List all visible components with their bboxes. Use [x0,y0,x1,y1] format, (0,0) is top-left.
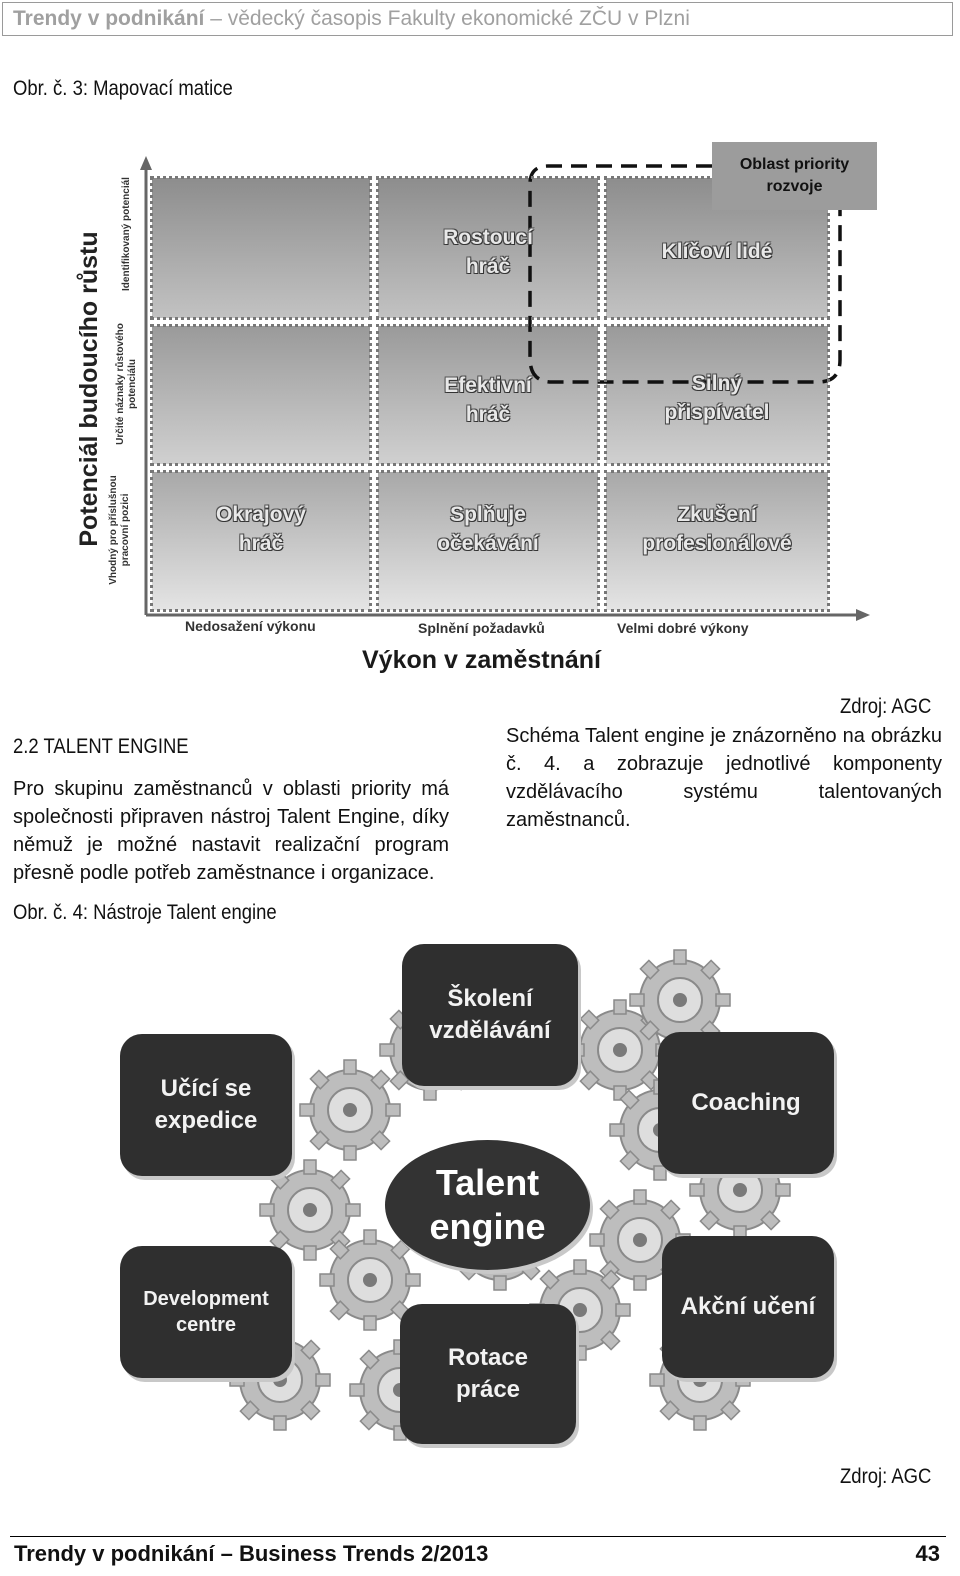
cell-r2c1 [150,324,372,466]
footer-title: Trendy v podnikání – Business Trends 2/2… [14,1537,488,1571]
cell-zkuseni-profesionalove: Zkušení profesionálové [604,470,830,612]
figure4-source: Zdroj: AGC [840,1465,931,1489]
page-footer: Trendy v podnikání – Business Trends 2/2… [10,1536,946,1537]
header-subtitle: – vědecký časopis Fakulty ekonomické ZČU… [204,7,690,30]
box-coaching-label: Coaching [691,1087,800,1119]
cell-splnuje-ocekavani: Splňuje očekávání [376,470,600,612]
talent-engine-label: Talent engine [418,1161,558,1249]
x-level-low: Nedosažení výkonu [185,618,316,634]
cell-splnuje-ocekavani-label: Splňuje očekávání [428,500,548,558]
cell-zkuseni-profesionalove-label: Zkušení profesionálové [632,500,802,558]
x-level-mid: Splnění požadavků [418,620,545,636]
cell-rostouci-hrac-label: Rostoucí hráč [433,223,543,281]
figure3-caption: Obr. č. 3: Mapovací matice [13,77,233,101]
cell-silny-prispivatel: Silný přispívatel [604,324,830,466]
box-skoleni: Školení vzdělávání [402,944,578,1086]
figure3-source: Zdroj: AGC [840,695,931,719]
running-header: Trendy v podnikání – vědecký časopis Fak… [2,2,953,36]
cell-efektivni-hrac-label: Efektivní hráč [433,371,543,429]
box-rotace-prace: Rotace práce [400,1304,576,1444]
talent-engine-center: Talent engine [385,1140,590,1270]
box-skoleni-label: Školení vzdělávání [420,983,560,1047]
cell-r1c1 [150,176,372,320]
cell-silny-prispivatel-label: Silný přispívatel [652,369,782,427]
page-number: 43 [916,1537,940,1571]
y-level-mid: Určité náznaky růstového potenciálu [115,311,139,457]
x-level-high: Velmi dobré výkony [617,620,749,636]
y-axis-title: Potenciál budoucího růstu [75,219,105,559]
cell-efektivni-hrac: Efektivní hráč [376,324,600,466]
cell-okrajovy-hrac-label: Okrajový hráč [206,500,316,558]
section-heading: 2.2 TALENT ENGINE [13,735,189,759]
priority-area-label: Oblast priority rozvoje [712,142,877,210]
left-paragraph: Pro skupinu zaměstnanců v oblasti priori… [13,775,449,887]
cell-okrajovy-hrac: Okrajový hráč [150,470,372,612]
mapping-matrix: Rostoucí hráč Klíčoví lidé Efektivní hrá… [0,140,960,680]
cell-rostouci-hrac: Rostoucí hráč [376,176,600,320]
y-level-high: Identifikovaný potenciál [121,169,133,299]
box-rotace-prace-label: Rotace práce [438,1342,538,1406]
cell-klicovi-lide-label: Klíčoví lidé [662,237,773,266]
y-level-low: Vhodný pro příslušnou pracovní pozici [108,460,132,600]
talent-engine-diagram: Talent engine Školení vzdělávání Učící s… [100,940,860,1450]
box-development-centre: Development centre [120,1246,292,1378]
right-paragraph: Schéma Talent engine je znázorněno na ob… [506,722,942,834]
box-akcni-uceni: Akční učení [662,1236,834,1378]
box-ucici-se-expedice: Učící se expedice [120,1034,292,1176]
box-ucici-se-expedice-label: Učící se expedice [146,1073,266,1137]
box-development-centre-label: Development centre [136,1286,276,1338]
header-journal: Trendy v podnikání [13,7,204,30]
x-axis-title: Výkon v zaměstnání [362,646,601,675]
box-akcni-uceni-label: Akční učení [681,1291,816,1323]
figure4-caption: Obr. č. 4: Nástroje Talent engine [13,901,277,925]
box-coaching: Coaching [658,1032,834,1174]
